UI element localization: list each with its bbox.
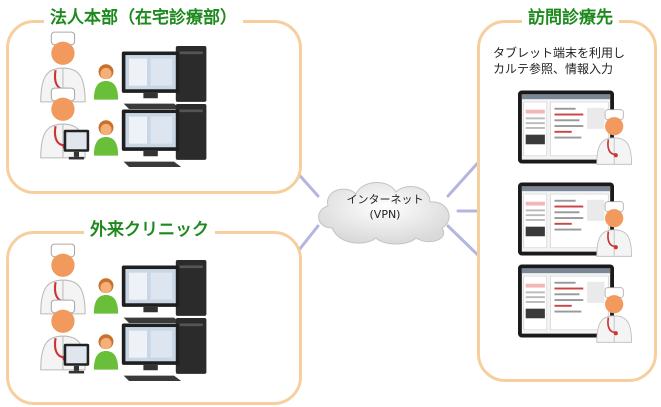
monitor-icon [62, 128, 96, 162]
visit-caption-line2: カルテ参照、情報入力 [493, 62, 614, 76]
doctor-icon [590, 286, 640, 344]
patient-icon [92, 62, 120, 100]
patient-icon [92, 276, 120, 314]
desktop-pc-icon [120, 102, 210, 170]
desktop-pc-icon [120, 316, 210, 384]
monitor-icon [62, 342, 96, 376]
patient-icon [92, 118, 120, 156]
doctor-icon [590, 200, 640, 258]
patient-icon [92, 332, 120, 370]
doctor-icon [590, 108, 640, 166]
network-label-line1: インターネット [346, 193, 424, 206]
visit-title: 訪問診療先 [522, 8, 619, 28]
clinic-title: 外来クリニック [84, 220, 215, 240]
visit-caption-line1: タブレット端末を利用し [493, 46, 626, 60]
network-label: インターネット (VPN) [310, 192, 460, 222]
hq-title: 法人本部（在宅診療部） [44, 8, 243, 28]
cloud-icon [318, 182, 450, 245]
network-label-line2: (VPN) [369, 208, 401, 221]
